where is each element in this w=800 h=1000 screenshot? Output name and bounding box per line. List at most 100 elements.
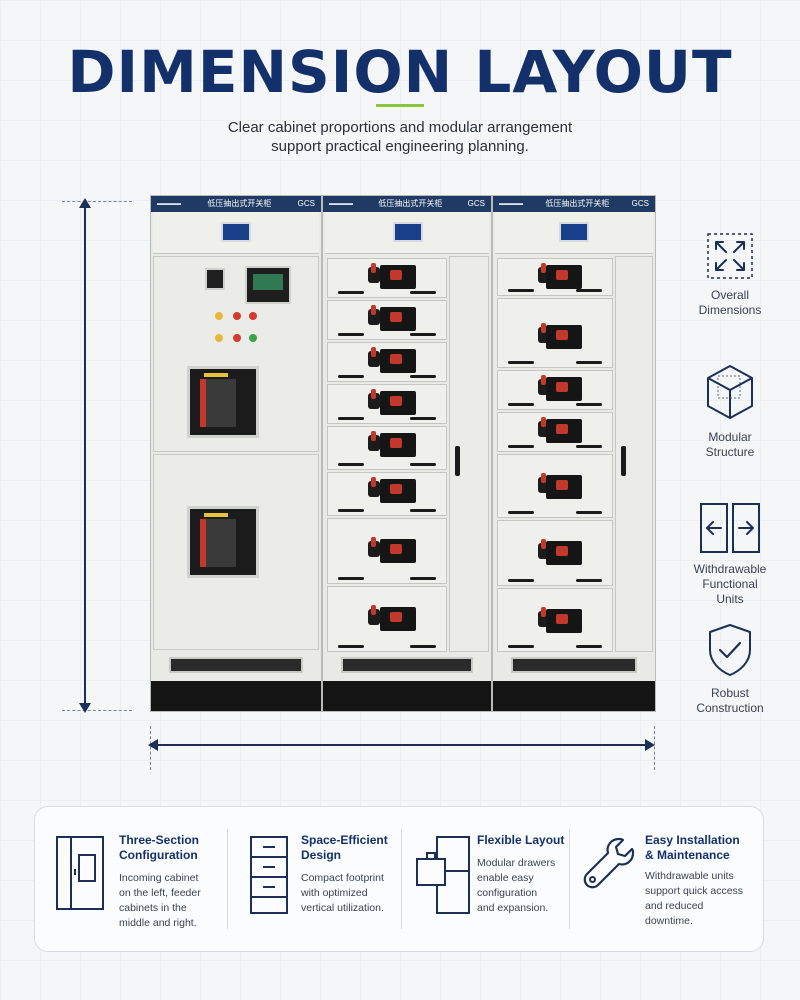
indicator-lamp-icon (233, 334, 241, 342)
drawer-unit (497, 412, 613, 452)
cabinet-head-label: 低压抽出式开关柜 (378, 199, 443, 208)
feeder-cabinet-middle: ▬▬▬▬ 低压抽出式开关柜 GCS (322, 195, 492, 712)
feature-desc: enable easy (477, 872, 534, 884)
indicator-lamp-icon (215, 334, 223, 342)
feature-three-section: Three-Section Configuration Incoming cab… (35, 807, 225, 953)
subtitle-line: support practical engineering planning. (271, 138, 529, 155)
height-arrow-up-icon (79, 198, 91, 208)
air-circuit-breaker-icon (187, 366, 259, 438)
feature-desc: Incoming cabinet (119, 872, 199, 884)
cabinet-plinth (151, 681, 321, 711)
feature-title: Three-Section (119, 833, 200, 847)
incoming-cabinet: ▬▬▬▬ 低压抽出式开关柜 GCS (150, 195, 322, 712)
cabinet-header: ▬▬▬▬ 低压抽出式开关柜 GCS (151, 196, 321, 212)
height-tick-top (62, 201, 132, 202)
feature-title: Configuration (119, 848, 198, 862)
side-feature-modular-structure: Modular Structure (690, 362, 770, 460)
side-feature-robust-construction: Robust Construction (690, 622, 770, 716)
controller-display-icon (245, 266, 291, 304)
height-arrow-down-icon (79, 703, 91, 713)
feature-desc: Compact footprint (301, 872, 384, 884)
vent-grille (511, 657, 637, 673)
meter-display-icon (559, 222, 589, 242)
brand-logo: ▬▬▬▬ (499, 201, 523, 207)
side-feature-label: Overall (710, 288, 749, 302)
brand-logo: ▬▬▬▬ (329, 201, 353, 207)
feature-desc: downtime. (645, 915, 693, 927)
cabinet-model: GCS (297, 199, 315, 208)
side-feature-label: Withdrawable (693, 562, 767, 576)
drawer-unit (497, 454, 613, 518)
page-title: DIMENSION LAYOUT (67, 38, 733, 106)
side-feature-label: Robust (710, 686, 750, 700)
meter-display-icon (393, 222, 423, 242)
shield-check-icon (709, 624, 751, 676)
air-circuit-breaker-icon (187, 506, 259, 578)
indicator-lamp-icon (249, 334, 257, 342)
vent-grille (169, 657, 303, 673)
subtitle-line: Clear cabinet proportions and modular ar… (227, 119, 573, 136)
feature-flexible-layout: Flexible Layout Modular drawers enable e… (405, 807, 569, 953)
feature-desc: middle and right. (119, 917, 197, 929)
side-feature-label: Modular (708, 430, 752, 444)
features-panel: Three-Section Configuration Incoming cab… (34, 806, 764, 952)
door-handle-icon (621, 446, 626, 476)
switchgear-cabinet-illustration: ▬▬▬▬ 低压抽出式开关柜 GCS ▬▬▬▬ 低压抽出式开关柜 GCS (150, 195, 656, 712)
feature-desc: support quick access (645, 885, 744, 897)
wrench-icon (583, 837, 635, 889)
expand-arrows-icon (707, 233, 753, 279)
drawer-unit (327, 300, 447, 340)
side-feature-overall-dimensions: Overall Dimensions (690, 232, 770, 318)
feature-desc: on the left, feeder (119, 887, 201, 899)
feature-desc: Modular drawers (477, 857, 556, 869)
split-arrows-icon (700, 503, 760, 553)
feature-title: Design (301, 848, 342, 862)
drawer-unit (497, 258, 613, 296)
cabinet-plinth (493, 681, 655, 711)
drawer-unit (497, 520, 613, 586)
width-dimension-line (152, 744, 652, 746)
height-tick-bottom (62, 710, 132, 711)
drawer-unit (497, 370, 613, 410)
feature-desc: Withdrawable units (645, 870, 734, 882)
feature-title: Flexible Layout (477, 833, 565, 847)
feature-separator (569, 829, 570, 929)
feature-desc: and expansion. (477, 902, 549, 914)
drawers-icon (250, 836, 288, 914)
height-dimension-line (84, 202, 86, 710)
door-handle-icon (455, 446, 460, 476)
feature-easy-installation: Easy Installation & Maintenance Withdraw… (573, 807, 763, 953)
feature-desc: and reduced (645, 900, 704, 912)
title-underline (376, 104, 424, 107)
feature-title: Space-Efficient (301, 833, 388, 847)
side-feature-label: Dimensions (698, 303, 762, 317)
feeder-cabinet-right: ▬▬▬▬ 低压抽出式开关柜 GCS (492, 195, 656, 712)
cabinet-head-label: 低压抽出式开关柜 (207, 199, 272, 208)
cabinet-header: ▬▬▬▬ 低压抽出式开关柜 GCS (493, 196, 655, 212)
drawer-unit (327, 426, 447, 470)
feature-desc: configuration (477, 887, 538, 899)
cabinet-icon (56, 836, 104, 910)
vent-grille (341, 657, 473, 673)
layout-icon (416, 836, 470, 914)
cabinet-model: GCS (467, 199, 485, 208)
feature-separator (227, 829, 228, 929)
feature-desc: cabinets in the (119, 902, 187, 914)
meter-display-icon (221, 222, 251, 242)
indicator-lamp-icon (215, 312, 223, 320)
feature-title: & Maintenance (645, 848, 730, 862)
drawer-unit (327, 258, 447, 298)
side-feature-label: Functional Units (702, 577, 758, 606)
drawer-unit (327, 518, 447, 584)
cabinet-model: GCS (631, 199, 649, 208)
side-feature-withdrawable-units: Withdrawable Functional Units (690, 502, 770, 607)
drawer-unit (497, 298, 613, 368)
small-meter-icon (205, 268, 225, 290)
drawer-unit (497, 588, 613, 652)
feature-separator (401, 829, 402, 929)
indicator-lamp-icon (249, 312, 257, 320)
feature-space-efficient: Space-Efficient Design Compact footprint… (231, 807, 403, 953)
side-feature-label: Structure (705, 445, 755, 459)
drawer-unit (327, 586, 447, 652)
feature-desc: with optimized (301, 887, 368, 899)
